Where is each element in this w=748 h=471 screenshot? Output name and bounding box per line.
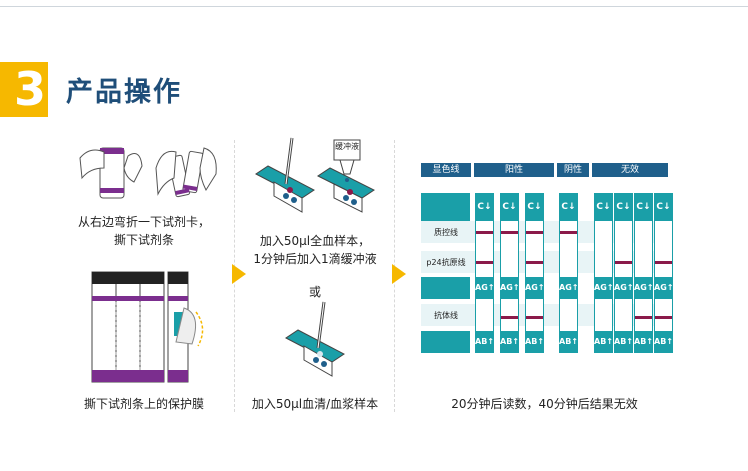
strip-ag-label: AG↑ [654, 277, 673, 299]
strip-ab-label: AB↑ [634, 331, 653, 353]
panel2-bottom-caption: 加入50μl血清/血浆样本 [251, 397, 379, 411]
step-arrow-2 [392, 264, 406, 284]
strip-ab-label: AB↑ [559, 331, 578, 353]
test-strips-illustration [91, 271, 204, 383]
strip-ab-label: AB↑ [654, 331, 673, 353]
or-text: 或 [308, 285, 321, 299]
strip-ab-label: AB↑ [500, 331, 519, 353]
strip-band-p24 [476, 261, 493, 264]
hands-bending-card-illustration [79, 147, 217, 199]
strip-band-c [476, 231, 493, 234]
strip-c-label: C↓ [559, 193, 578, 221]
page-title: 产品操作 [66, 77, 182, 108]
result-strip: C↓ AG↑ AB↑ [594, 193, 613, 353]
strip-band-c [560, 231, 577, 234]
strip-band-ab [655, 316, 672, 319]
step-number-badge: 3 [0, 62, 48, 117]
strip-band-ab [501, 316, 518, 319]
strip-ag-label: AG↑ [475, 277, 494, 299]
header-positive: 阳性 [474, 163, 554, 177]
p24-line-label: p24抗原线 [426, 258, 466, 267]
strip-band-ab [635, 316, 652, 319]
strip-band-c [526, 231, 543, 234]
strip-band-p24 [526, 261, 543, 264]
strip-c-label: C↓ [634, 193, 653, 221]
result-strip: C↓ AG↑ AB↑ [634, 193, 653, 353]
results-caption: 20分钟后读数，40分钟后结果无效 [451, 397, 638, 411]
top-divider [0, 6, 748, 7]
strip-ab-label: AB↑ [525, 331, 544, 353]
panel2-top-caption-line2: 1分钟后加入1滴缓冲液 [253, 252, 377, 266]
strip-ag-label: AG↑ [634, 277, 653, 299]
result-strip: C↓ AG↑ AB↑ [614, 193, 633, 353]
panel1-top-caption-line1: 从右边弯折一下试剂卡， [77, 215, 210, 229]
header-invalid: 无效 [592, 163, 668, 177]
strip-c-label: C↓ [654, 193, 673, 221]
panel1-top-caption-line2: 撕下试剂条 [113, 233, 174, 247]
panel2-top-caption-line1: 加入50μl全血样本， [259, 234, 371, 248]
result-strip: C↓ AG↑ AB↑ [475, 193, 494, 353]
step-arrow-1 [232, 264, 246, 284]
strip-ag-label: AG↑ [559, 277, 578, 299]
header-negative: 阴性 [557, 163, 589, 177]
strip-band-p24 [615, 261, 632, 264]
label-col-bottom-block [421, 331, 470, 353]
result-strip: C↓ AG↑ AB↑ [500, 193, 519, 353]
strip-ag-label: AG↑ [614, 277, 633, 299]
antibody-line-label: 抗体线 [434, 311, 458, 320]
result-strip: C↓ AG↑ AB↑ [559, 193, 578, 353]
buffer-drop-illustration [317, 139, 375, 213]
header-display-line: 显色线 [421, 163, 471, 177]
blood-sample-illustration [255, 137, 315, 213]
strip-c-label: C↓ [525, 193, 544, 221]
strip-ab-label: AB↑ [475, 331, 494, 353]
buffer-bottle-label: 缓冲液 [335, 142, 359, 151]
result-strip: C↓ AG↑ AB↑ [525, 193, 544, 353]
strip-ag-label: AG↑ [525, 277, 544, 299]
strip-c-label: C↓ [500, 193, 519, 221]
strip-ag-label: AG↑ [500, 277, 519, 299]
label-col-mid-block [421, 277, 470, 299]
strip-band-p24 [655, 261, 672, 264]
strip-c-label: C↓ [475, 193, 494, 221]
strip-c-label: C↓ [614, 193, 633, 221]
panel1-bottom-caption: 撕下试剂条上的保护膜 [83, 397, 204, 411]
strip-band-c [501, 231, 518, 234]
strip-ag-label: AG↑ [594, 277, 613, 299]
strip-ab-label: AB↑ [614, 331, 633, 353]
label-col-top-block [421, 193, 470, 221]
serum-sample-illustration [285, 301, 345, 377]
result-strip: C↓ AG↑ AB↑ [654, 193, 673, 353]
strip-band-ab [526, 316, 543, 319]
strip-ab-label: AB↑ [594, 331, 613, 353]
control-line-label: 质控线 [434, 228, 458, 237]
strip-c-label: C↓ [594, 193, 613, 221]
